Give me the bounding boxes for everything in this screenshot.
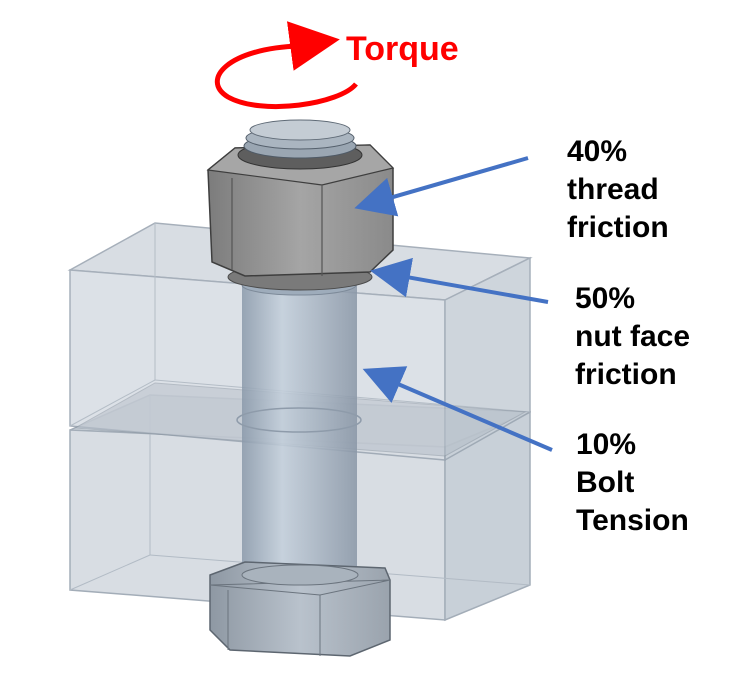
- callout-bolt-tension: 10% Bolt Tension: [576, 426, 689, 540]
- callout-line: nut face: [575, 320, 691, 353]
- callout-line: friction: [567, 211, 669, 244]
- callout-nut-face-friction: 50% nut face friction: [575, 280, 690, 394]
- callout-line: Bolt: [576, 466, 635, 499]
- callout-percent: 40%: [567, 135, 628, 168]
- rotation-arrow-icon: [214, 21, 358, 110]
- callout-line: thread: [567, 173, 659, 206]
- bolt-tension-arrow: [362, 366, 553, 452]
- callout-percent: 50%: [575, 282, 636, 315]
- callout-percent: 10%: [576, 428, 637, 461]
- bolt-head: [209, 561, 391, 657]
- bolt-shaft: [236, 274, 362, 582]
- callout-line: friction: [575, 358, 677, 391]
- torque-label: Torque: [346, 30, 459, 68]
- callout-line: Tension: [576, 504, 689, 537]
- nut-face-friction-arrow: [370, 257, 549, 304]
- thread-friction-arrow: [354, 156, 529, 217]
- callout-thread-friction: 40% thread friction: [567, 133, 669, 247]
- nut: [206, 119, 395, 291]
